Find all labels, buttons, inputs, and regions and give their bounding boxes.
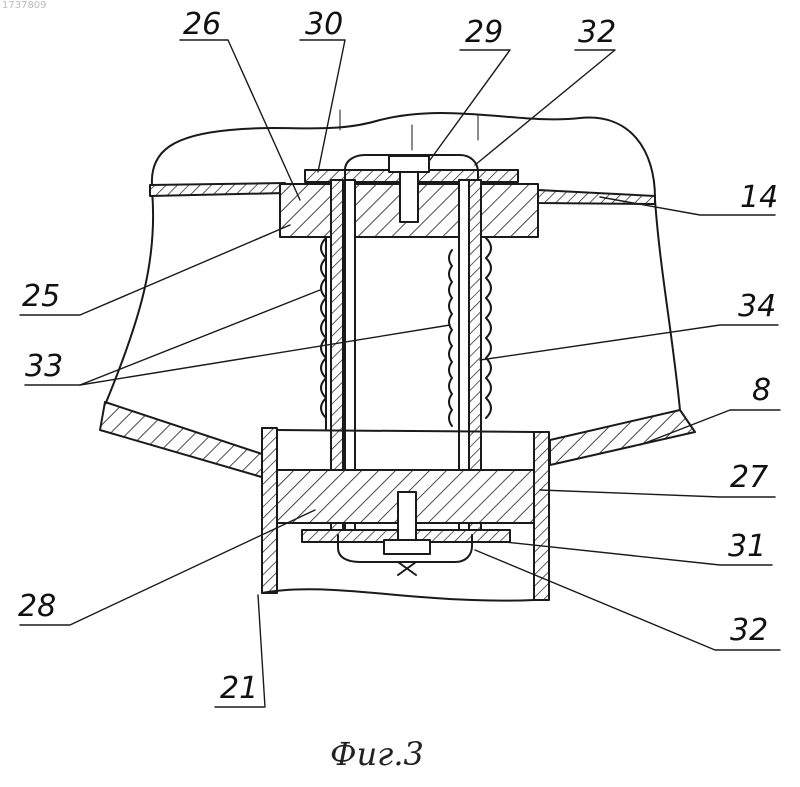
- right-bellows-outer: [486, 238, 491, 418]
- leader-30: [300, 40, 345, 172]
- label-8: 8: [752, 376, 771, 406]
- label-30: 30: [305, 10, 343, 40]
- label-33: 33: [25, 352, 63, 382]
- leader-26: [180, 40, 300, 200]
- label-27: 27: [730, 463, 768, 493]
- top-plate-left: [150, 183, 285, 196]
- label-14: 14: [740, 183, 778, 213]
- label-32-bottom: 32: [730, 616, 768, 646]
- leader-32-top: [475, 50, 615, 165]
- lower-bolt-head: [384, 540, 430, 554]
- housing-right-wall: [655, 200, 680, 410]
- lower-bolt-shank: [398, 492, 416, 540]
- leader-33a: [25, 290, 320, 385]
- label-31: 31: [728, 532, 766, 562]
- cone-plate-right: [550, 410, 695, 465]
- lower-cotter: [398, 562, 416, 575]
- label-26: 26: [183, 10, 221, 40]
- label-25: 25: [22, 282, 60, 312]
- label-29: 29: [465, 18, 503, 48]
- top-plate-right: [538, 190, 655, 204]
- sleeve-bottom-break: [262, 589, 534, 600]
- cone-plate-left: [100, 402, 265, 478]
- upper-bolt-head: [389, 156, 429, 172]
- sleeve-left-wall: [262, 428, 277, 593]
- sleeve-top-edge: [277, 430, 534, 432]
- leader-34: [480, 325, 778, 360]
- figure-caption: Фиг.3: [330, 735, 424, 773]
- right-bellows-inner: [449, 250, 452, 426]
- label-32-top: 32: [578, 18, 616, 48]
- label-21: 21: [220, 674, 258, 704]
- leader-25: [20, 225, 290, 315]
- label-34: 34: [738, 292, 776, 322]
- label-28: 28: [18, 592, 56, 622]
- leader-29: [430, 50, 510, 160]
- leader-33b: [80, 325, 450, 385]
- upper-bolt-shank: [400, 172, 418, 222]
